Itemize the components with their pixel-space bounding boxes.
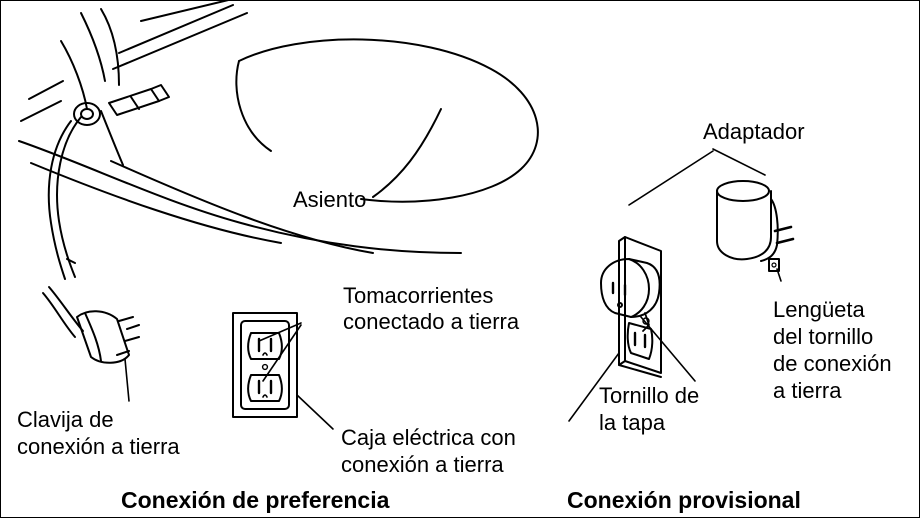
label-screw-line2: la tapa: [599, 410, 666, 435]
label-plug-line2: conexión a tierra: [17, 434, 180, 459]
label-tab-line4: a tierra: [773, 378, 842, 403]
title-preferred-connection: Conexión de preferencia: [121, 487, 390, 513]
label-tab-line3: de conexión: [773, 351, 892, 376]
toilet-seat-illustration: [18, 1, 539, 254]
title-temporary-connection: Conexión provisional: [567, 487, 801, 513]
label-box-line2: conexión a tierra: [341, 452, 504, 477]
adapter-illustration: [716, 180, 795, 272]
label-plug-line1: Clavija de: [17, 407, 114, 432]
wall-plate-with-adapter: [600, 236, 662, 378]
label-box-line1: Caja eléctrica con: [341, 425, 516, 450]
label-receptacle-line2: conectado a tierra: [343, 309, 520, 334]
label-tab-line2: del tornillo: [773, 324, 874, 349]
label-adapter: Adaptador: [703, 119, 805, 144]
power-cord: [42, 116, 84, 338]
grounded-outlet-illustration: [232, 312, 298, 418]
label-screw-line1: Tornillo de: [599, 383, 700, 408]
label-receptacle-line1: Tomacorrientes: [343, 283, 494, 308]
grounding-plug-illustration: [76, 310, 140, 364]
leader-lines: [124, 148, 782, 430]
seat-hinge-connector: [73, 84, 170, 126]
label-tab-line1: Lengüeta: [773, 297, 865, 322]
label-seat: Asiento: [293, 187, 367, 212]
